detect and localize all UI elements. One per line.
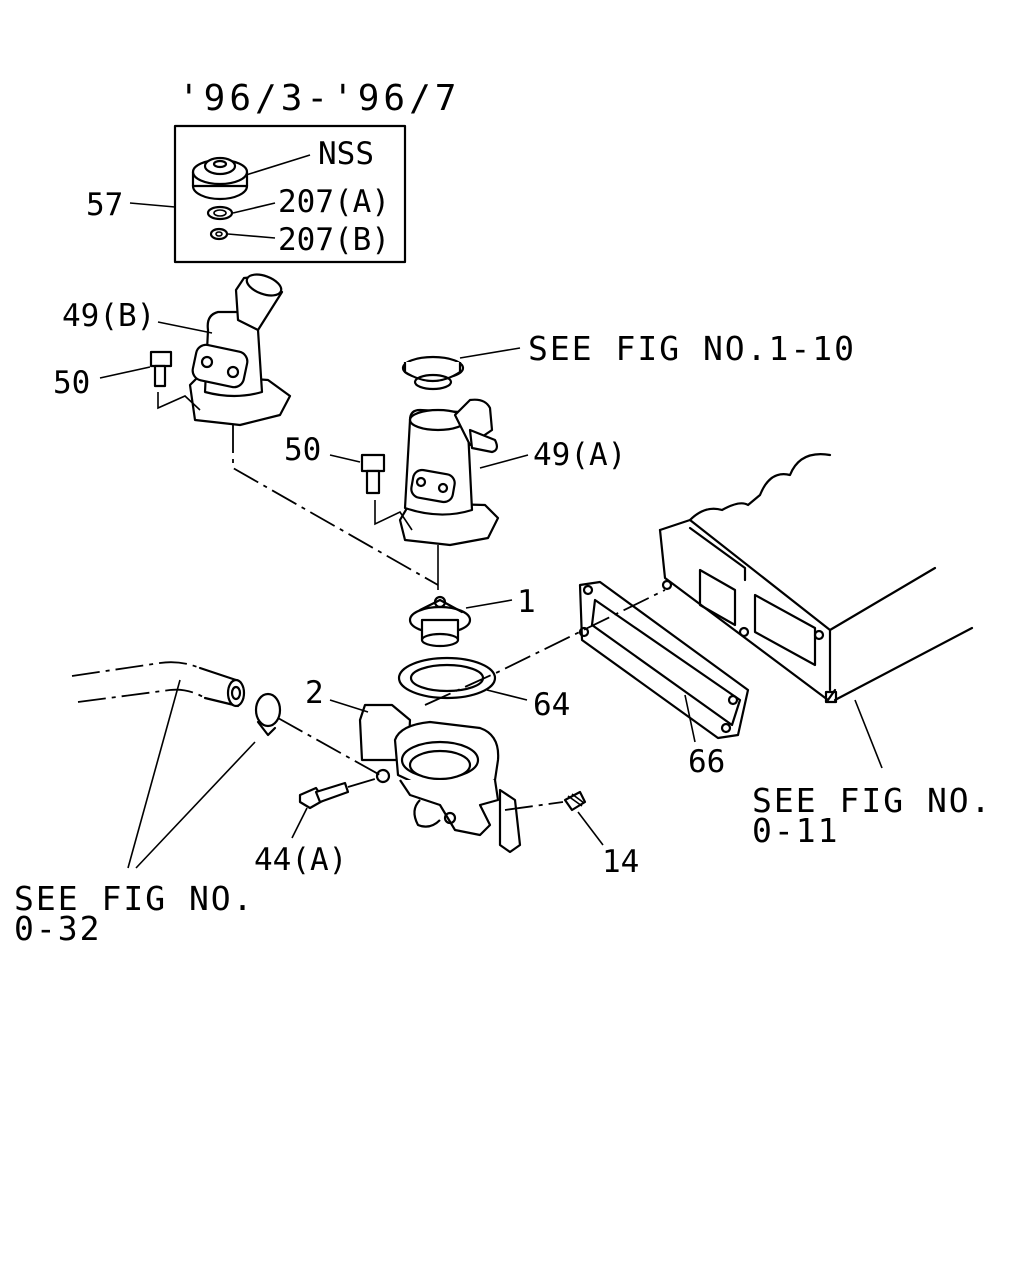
label-nss: NSS: [318, 136, 374, 172]
ref-fig-0-32-line2: 0-32: [14, 909, 101, 948]
radiator-cap-drawing: [191, 156, 249, 201]
label-64: 64: [533, 687, 570, 723]
gasket-64-drawing: [397, 656, 497, 700]
inset-box: NSS 207(A) 207(B): [173, 124, 407, 264]
thermostat-drawing: [408, 595, 472, 648]
label-49b: 49(B): [62, 298, 155, 334]
ref-fig-1-10: SEE FIG NO.1-10: [528, 329, 856, 368]
label-44a: 44(A): [254, 842, 347, 878]
hose-drawing: [71, 661, 246, 708]
label-50-top: 50: [53, 365, 90, 401]
label-207a: 207(A): [278, 184, 390, 220]
seal-ring-207a-drawing: [206, 205, 234, 221]
bolt-44a-drawing: [298, 781, 350, 810]
bolt-50-mid-drawing: [360, 453, 413, 531]
thermostat-housing-drawing: [358, 703, 522, 854]
gasket-66-drawing: [578, 580, 750, 740]
label-2: 2: [305, 675, 324, 711]
hose-clamp-drawing: [254, 692, 282, 737]
engine-block-drawing: [658, 453, 974, 704]
water-outlet-49a-drawing: [398, 398, 500, 547]
radiator-cap-ref-drawing: [401, 355, 465, 391]
label-50-mid: 50: [284, 432, 321, 468]
bolt-50-top-drawing: [149, 350, 201, 411]
label-57: 57: [86, 187, 123, 223]
date-range-label: '96/3-'96/7: [178, 78, 460, 119]
ref-fig-0-11-line1: SEE FIG NO.: [752, 781, 993, 820]
label-66: 66: [688, 744, 725, 780]
ref-fig-0-32-line1: SEE FIG NO.: [14, 879, 255, 918]
label-207b: 207(B): [278, 222, 390, 258]
seal-ring-207b-drawing: [209, 227, 229, 241]
label-14: 14: [602, 844, 639, 880]
label-49a: 49(A): [533, 437, 626, 473]
label-1: 1: [517, 584, 536, 620]
water-outlet-49b-drawing: [188, 273, 292, 427]
plug-14-drawing: [563, 790, 587, 812]
ref-fig-0-11-line2: 0-11: [752, 811, 839, 850]
